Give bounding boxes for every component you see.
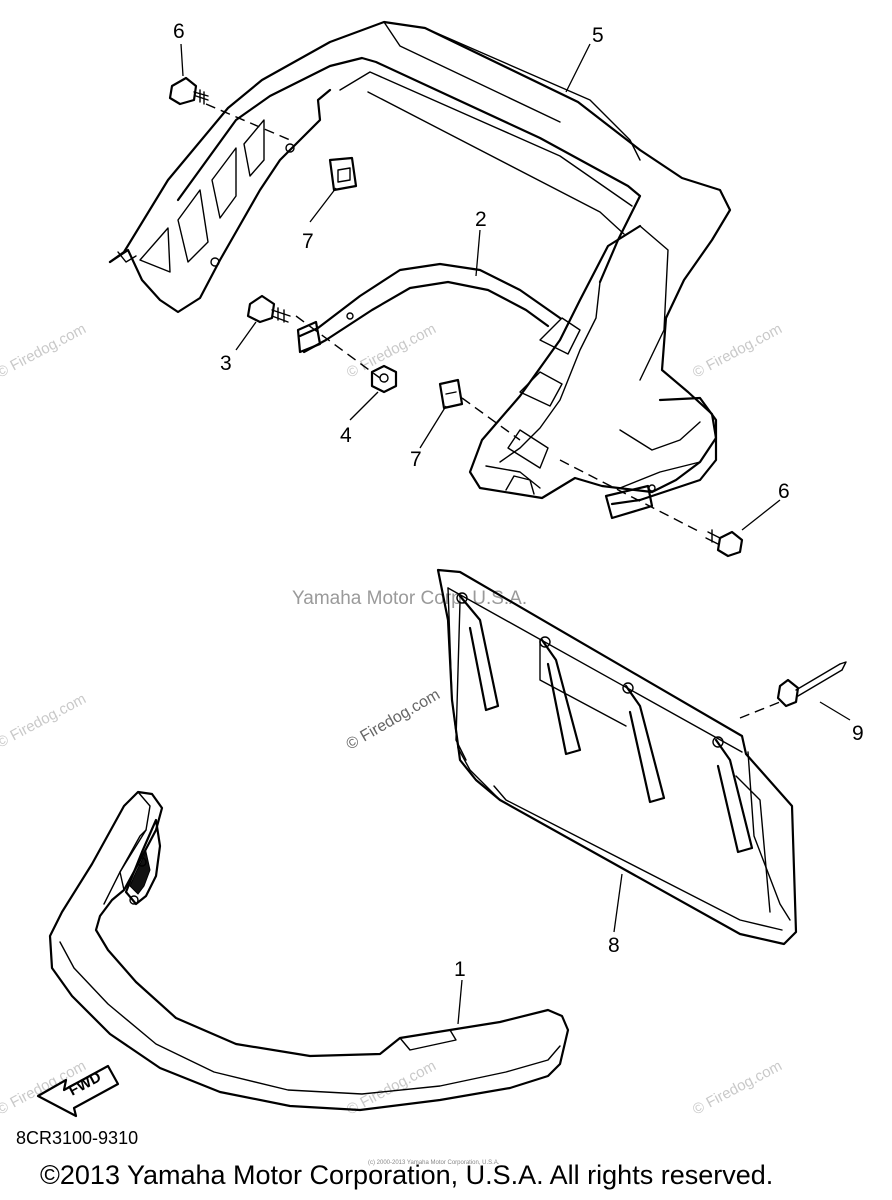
callout-6: 6 (173, 20, 185, 43)
callout-3: 3 (220, 352, 232, 375)
part-6-bolt-right (705, 529, 744, 558)
part-4-nut (370, 364, 398, 394)
callout-7: 7 (302, 230, 314, 253)
callout-4: 4 (340, 424, 352, 447)
firedog-watermarks: © Firedog.com © Firedog.com © Firedog.co… (0, 320, 785, 1118)
callout-5: 5 (592, 24, 604, 47)
part-7-clip-top (328, 156, 358, 192)
center-watermark: Yamaha Motor Corp. U.S.A. (292, 588, 527, 609)
callouts: 6 5 2 7 3 4 7 6 9 8 1 (173, 20, 864, 981)
part-3-bolt (246, 294, 291, 324)
callout-9: 9 (852, 722, 864, 745)
tiny-notice: (c) 2000-2013 Yamaha Motor Corporation, … (368, 1160, 500, 1166)
assembly-lines (205, 103, 781, 719)
callout-7: 7 (410, 448, 422, 471)
part-6-bolt-top (168, 76, 209, 106)
watermark: © Firedog.com (690, 1057, 785, 1118)
part-9-rivet (776, 661, 847, 708)
part-7-clip-bottom (438, 378, 464, 410)
watermark: © Firedog.com (0, 320, 89, 381)
watermark: © Firedog.com (0, 690, 89, 751)
part-5-rear-grab-bar (108, 20, 732, 500)
part-2-support-bar (296, 262, 718, 520)
part-1-bumper (48, 790, 570, 1112)
fwd-arrow: FWD (36, 1064, 120, 1118)
callout-8: 8 (608, 934, 620, 957)
leader-lines (180, 43, 851, 1025)
callout-1: 1 (454, 958, 466, 981)
watermark: © Firedog.com (690, 320, 785, 381)
copyright-footer: ©2013 Yamaha Motor Corporation, U.S.A. A… (40, 1160, 773, 1190)
watermark: © Firedog.com (344, 686, 444, 753)
callout-6: 6 (778, 480, 790, 503)
part-code: 8CR3100-9310 (16, 1128, 138, 1148)
part-8-flap (436, 568, 798, 946)
callout-2: 2 (475, 208, 487, 231)
